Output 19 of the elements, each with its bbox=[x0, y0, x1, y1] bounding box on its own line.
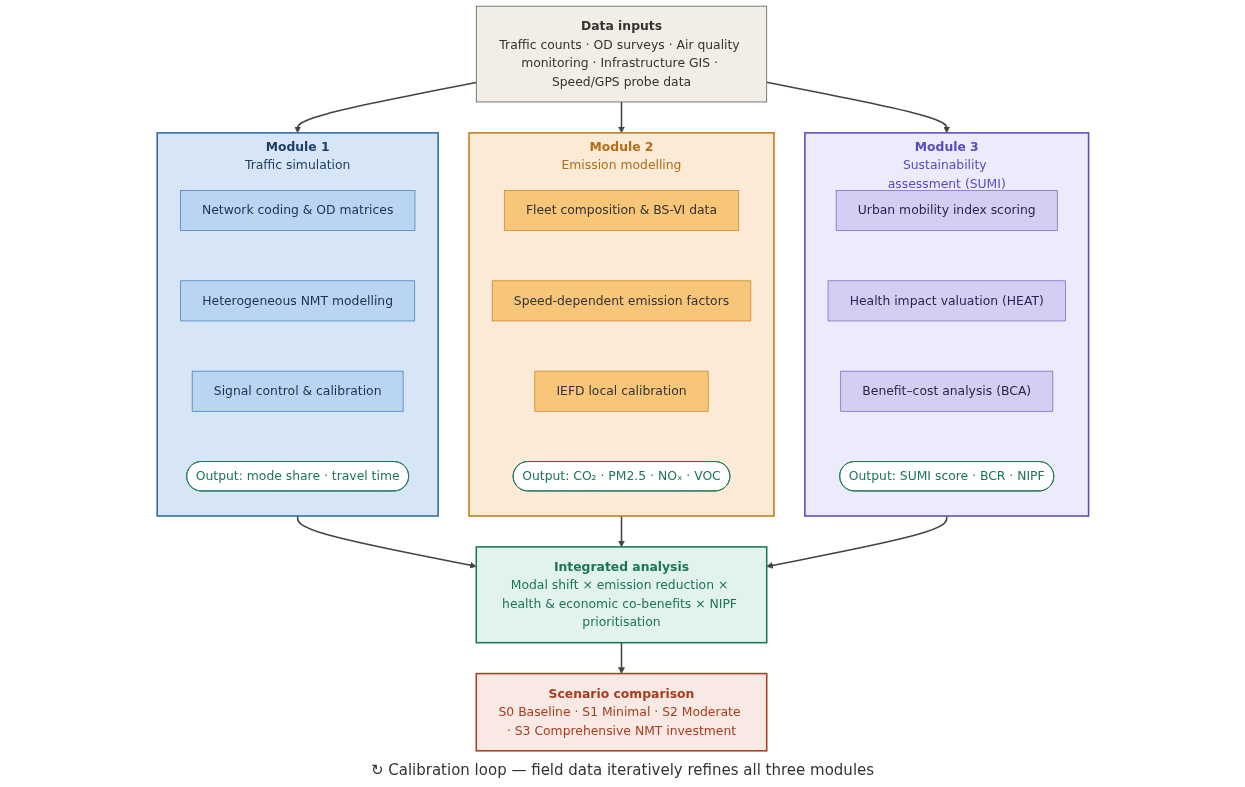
caption: ↻ Calibration loop — field data iteratively refines all three modules bbox=[370, 760, 875, 781]
node-box: Network coding & OD matrices bbox=[179, 190, 415, 231]
arrow bbox=[765, 81, 950, 134]
node-box: Fleet composition & BS-VI data bbox=[503, 190, 739, 231]
arrow bbox=[617, 515, 625, 548]
arrow bbox=[293, 81, 477, 134]
node-box: Scenario comparison S0 Baseline · S1 Minimal · S2 Moderate · S3 Comprehensive NMT investment bbox=[475, 672, 768, 752]
arrow bbox=[766, 515, 948, 569]
arrow bbox=[617, 641, 625, 674]
node-box: Integrated analysis Modal shift × emission reduction × health & economic co-benefits × NIPF prioritisation bbox=[475, 546, 768, 644]
node-box: Speed-dependent emission factors bbox=[491, 280, 751, 322]
node-box: IEFD local calibration bbox=[534, 370, 709, 412]
node-box: Benefit–cost analysis (BCA) bbox=[839, 370, 1053, 412]
arrow bbox=[617, 101, 625, 134]
node-box: Heterogeneous NMT modelling bbox=[179, 280, 415, 322]
node-box: Urban mobility index scoring bbox=[835, 190, 1058, 231]
node-box: Health impact valuation (HEAT) bbox=[827, 280, 1066, 322]
node-box: Signal control & calibration bbox=[191, 370, 404, 412]
node-box: Data inputs Traffic counts · OD surveys · Air quality monitoring · Infrastructure GIS · Speed/GPS probe data bbox=[475, 5, 767, 103]
